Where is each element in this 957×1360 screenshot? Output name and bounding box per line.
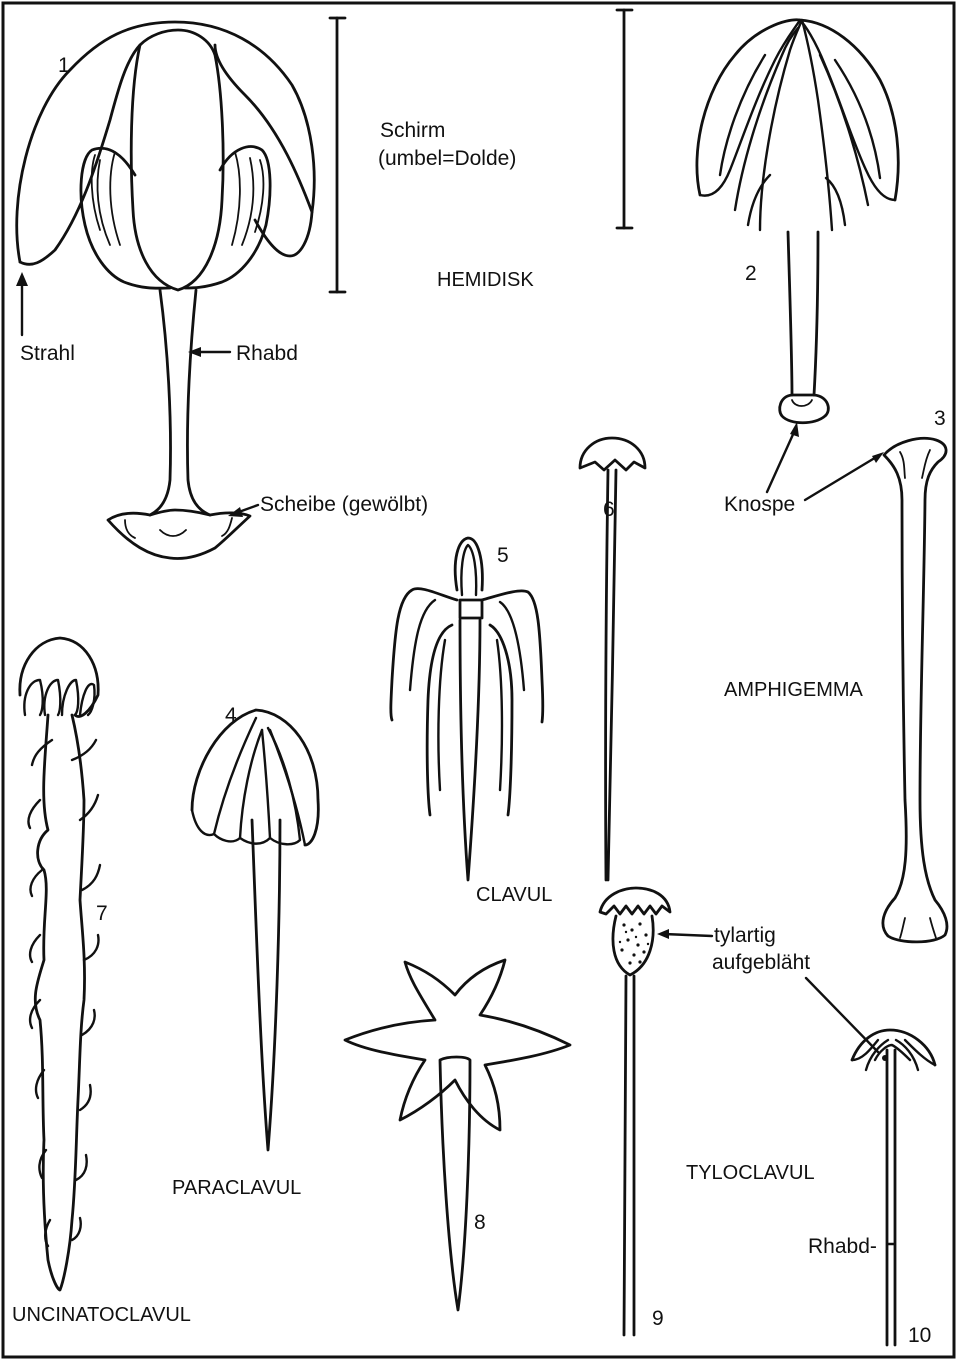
spicule-10 xyxy=(852,1030,935,1345)
spicule-9-stipple xyxy=(619,922,649,964)
label-number-10: 10 xyxy=(908,1325,931,1346)
label-number-4: 4 xyxy=(225,705,237,726)
label-number-1: 1 xyxy=(58,55,70,76)
label-uncinatoclavul: UNCINATOCLAVUL xyxy=(12,1305,191,1325)
label-aufgeblaht: aufgebläht xyxy=(712,952,810,973)
label-amphigemma: AMPHIGEMMA xyxy=(724,680,863,700)
annotation-arrows-1 xyxy=(16,272,258,517)
label-knospe: Knospe xyxy=(724,494,795,515)
label-number-8: 8 xyxy=(474,1212,486,1233)
label-number-6: 6 xyxy=(603,499,615,520)
label-number-5: 5 xyxy=(497,545,509,566)
label-umbel-dolde: (umbel=Dolde) xyxy=(378,148,516,169)
label-number-3: 3 xyxy=(934,408,946,429)
spicule-8 xyxy=(345,960,570,1310)
label-number-2: 2 xyxy=(745,263,757,284)
spicule-4-paraclavul xyxy=(192,710,318,1150)
label-tyloclavul: TYLOCLAVUL xyxy=(686,1163,815,1183)
knospe-arrows xyxy=(767,422,884,500)
label-number-9: 9 xyxy=(652,1308,664,1329)
spicule-9 xyxy=(600,888,670,1335)
label-schirm: Schirm xyxy=(380,120,445,141)
spicule-3-amphigemma xyxy=(883,438,947,942)
label-scheibe: Scheibe (gewölbt) xyxy=(260,494,428,515)
label-hemidisk: HEMIDISK xyxy=(437,270,534,290)
label-paraclavul: PARACLAVUL xyxy=(172,1178,301,1198)
spicule-2 xyxy=(697,20,898,423)
spicule-7-uncinatoclavul xyxy=(20,638,100,1290)
tylartig-arrows xyxy=(657,929,878,1052)
label-rhabd-lower: Rhabd- xyxy=(808,1236,877,1257)
label-rhabd-upper: Rhabd xyxy=(236,343,298,364)
umbel-scale-bar-2 xyxy=(617,10,632,228)
label-clavul: CLAVUL xyxy=(476,885,552,905)
label-strahl: Strahl xyxy=(20,343,75,364)
spicule-1-hemidisk xyxy=(17,22,314,559)
label-tylartig: tylartig xyxy=(714,925,776,946)
spicule-5-clavul xyxy=(391,538,543,880)
label-number-7: 7 xyxy=(96,903,108,924)
umbel-scale-bar xyxy=(330,18,345,292)
